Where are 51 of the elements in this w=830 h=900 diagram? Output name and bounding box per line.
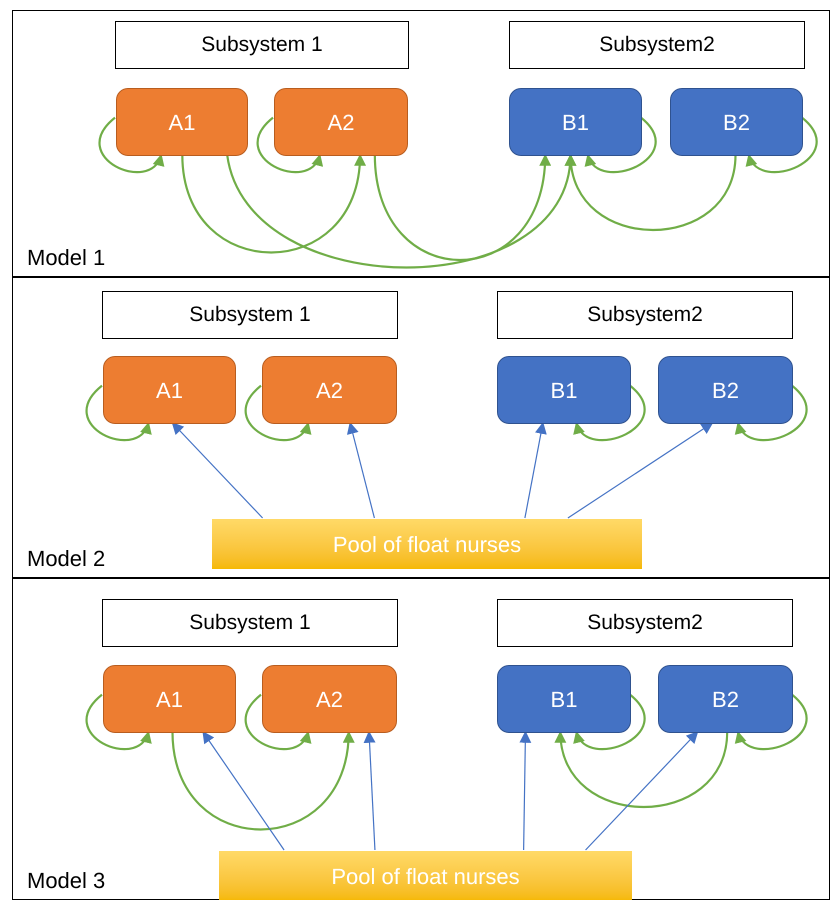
unit-box: A2	[262, 665, 397, 733]
subsystem-box: Subsystem2	[497, 291, 793, 339]
model-panel	[12, 10, 830, 277]
subsystem-box: Subsystem 1	[102, 291, 398, 339]
arrow	[171, 730, 354, 830]
unit-box: B1	[497, 356, 631, 424]
arrow	[737, 694, 808, 750]
arrow	[586, 116, 656, 174]
arrow	[86, 384, 150, 442]
arrow	[374, 154, 550, 261]
unit-box: A1	[103, 665, 236, 733]
unit-box: B2	[670, 88, 803, 156]
arrow	[524, 422, 547, 518]
subsystem-box: Subsystem 1	[102, 599, 398, 647]
arrow	[256, 116, 321, 174]
subsystem-box: Subsystem 1	[115, 21, 409, 69]
arrow	[585, 731, 698, 850]
arrow	[181, 154, 365, 254]
arrow	[568, 422, 714, 518]
unit-box: A1	[116, 88, 248, 156]
arrow	[737, 384, 808, 442]
arrow	[519, 730, 532, 850]
model-label: Model 1	[27, 244, 106, 272]
unit-box: B2	[658, 665, 793, 733]
arrow	[748, 116, 818, 174]
arrow	[556, 730, 728, 808]
arrow	[98, 116, 162, 174]
arrow	[346, 422, 375, 518]
arrow	[244, 384, 310, 442]
float-pool-box: Pool of float nurses	[212, 519, 642, 569]
subsystem-box: Subsystem2	[497, 599, 793, 647]
unit-box: B1	[509, 88, 642, 156]
unit-box: B1	[497, 665, 631, 733]
arrow	[575, 384, 646, 442]
unit-box: A2	[274, 88, 408, 156]
arrow	[244, 694, 310, 750]
arrow	[364, 730, 376, 850]
unit-box: A2	[262, 356, 397, 424]
arrow	[566, 154, 737, 231]
unit-box: B2	[658, 356, 793, 424]
model-panel	[12, 578, 830, 900]
subsystem-box: Subsystem2	[509, 21, 805, 69]
float-pool-box: Pool of float nurses	[219, 851, 632, 900]
model-label: Model 3	[27, 867, 106, 895]
unit-box: A1	[103, 356, 236, 424]
arrow	[202, 731, 285, 850]
arrow	[86, 694, 150, 750]
arrow	[575, 694, 646, 750]
arrow	[172, 422, 264, 518]
model-label: Model 2	[27, 545, 106, 573]
model-panel	[12, 277, 830, 578]
